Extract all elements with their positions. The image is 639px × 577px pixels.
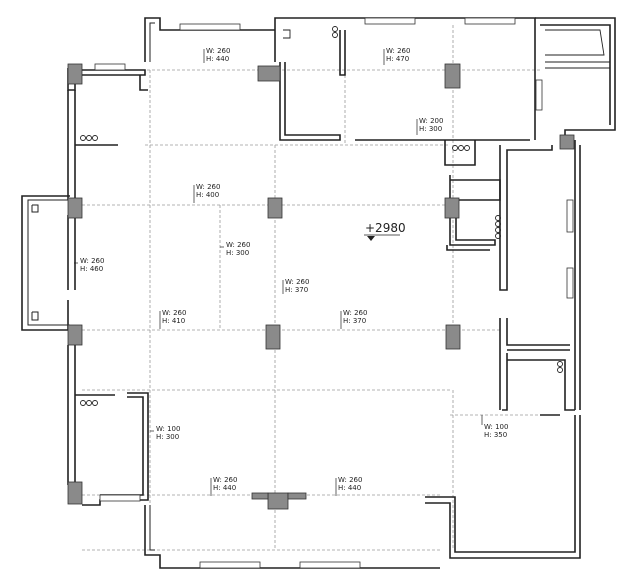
beam-label-b2-height: H: 470 <box>386 55 409 63</box>
beam-label-b7-width: W: 260 <box>285 278 309 286</box>
beam-label-b2: W: 260 H: 470 <box>383 47 410 65</box>
bay-shelf-fixture <box>545 29 605 56</box>
beam-label-b11-height: H: 350 <box>484 431 507 439</box>
beam-labels: W: 260 H: 440 W: 260 H: 470 W: 200 H: 30… <box>74 47 508 496</box>
elevation-label: +2980 <box>365 221 406 235</box>
beam-label-b12: W: 260 H: 440 <box>210 476 237 496</box>
beam-grid <box>82 25 560 551</box>
toilet-fixture-right-lower <box>557 361 563 373</box>
beam-label-b6-width: W: 260 <box>80 257 104 265</box>
beam-label-b5: W: 260 H: 300 <box>220 241 250 257</box>
beam-label-b11: W: 100 H: 350 <box>481 415 508 439</box>
toilet-fixture-right <box>495 215 501 239</box>
beam-label-b4-height: H: 400 <box>196 191 219 199</box>
beam-label-b4: W: 260 H: 400 <box>193 183 220 203</box>
beam-label-b1-height: H: 440 <box>206 55 229 63</box>
beam-label-b7-height: H: 370 <box>285 286 308 294</box>
elevation-marker: +2980 <box>364 221 406 241</box>
beam-label-b3-height: H: 300 <box>419 125 442 133</box>
elevation-triangle-icon <box>367 236 375 241</box>
walls <box>21 17 616 569</box>
beam-label-b9-height: H: 370 <box>343 317 366 325</box>
vanity-fixture <box>283 29 291 39</box>
beam-label-b13-height: H: 440 <box>338 484 361 492</box>
beam-label-b13: W: 260 H: 440 <box>335 476 362 496</box>
beam-label-b8-width: W: 260 <box>162 309 186 317</box>
beam-label-b9-width: W: 260 <box>343 309 367 317</box>
toilet-fixture-top <box>332 26 338 38</box>
beam-label-b10-height: H: 300 <box>156 433 179 441</box>
beam-label-b8: W: 260 H: 410 <box>159 309 186 329</box>
beam-label-b1: W: 260 H: 440 <box>203 47 230 63</box>
beam-label-b2-width: W: 260 <box>386 47 410 55</box>
windows <box>94 17 543 569</box>
fixtures <box>80 26 605 406</box>
beam-label-b6-height: H: 460 <box>80 265 103 273</box>
beam-label-b6: W: 260 H: 460 <box>74 257 104 273</box>
toilet-fixture-shaft <box>452 145 470 151</box>
beam-label-b5-width: W: 260 <box>226 241 250 249</box>
beam-label-b9: W: 260 H: 370 <box>340 309 367 329</box>
toilet-fixture-left-lower <box>80 400 98 406</box>
beam-label-b3-width: W: 200 <box>419 117 443 125</box>
beam-label-b12-height: H: 440 <box>213 484 236 492</box>
beam-label-b5-height: H: 300 <box>226 249 249 257</box>
beam-label-b10: W: 100 H: 300 <box>150 425 180 441</box>
beam-label-b3: W: 200 H: 300 <box>416 117 443 135</box>
beam-label-b7: W: 260 H: 370 <box>282 278 309 294</box>
beam-label-b10-width: W: 100 <box>156 425 180 433</box>
beam-label-b13-width: W: 260 <box>338 476 362 484</box>
beam-label-b4-width: W: 260 <box>196 183 220 191</box>
beam-label-b8-height: H: 410 <box>162 317 185 325</box>
beam-label-b1-width: W: 260 <box>206 47 230 55</box>
beam-label-b12-width: W: 260 <box>213 476 237 484</box>
beam-label-b11-width: W: 100 <box>484 423 508 431</box>
toilet-fixture-left-upper <box>80 135 98 141</box>
columns <box>67 63 575 510</box>
